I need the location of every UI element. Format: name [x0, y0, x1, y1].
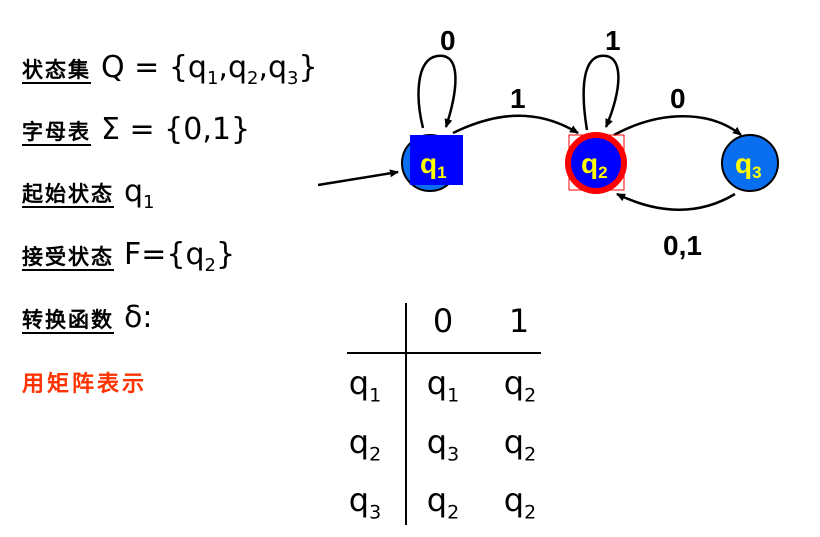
def-label: 字母表: [22, 119, 91, 146]
def-alphabet: 字母表 Σ = {0,1}: [22, 112, 250, 147]
matrix-note: 用矩阵表示: [22, 371, 148, 397]
table-cell: q3: [426, 423, 460, 466]
loop-q2: [582, 54, 620, 131]
def-label: 接受状态: [22, 244, 114, 271]
state-q3[interactable]: q3: [721, 134, 779, 192]
def-accept: 接受状态 F={q2}: [22, 237, 235, 276]
edge-q3-q2: [616, 192, 736, 211]
edge-label: 0: [440, 25, 456, 56]
loop-q1: [417, 54, 457, 129]
table-cell: q1: [426, 364, 460, 407]
edge-label: 1: [510, 83, 526, 114]
def-value: q1: [124, 174, 155, 213]
table-header: 0: [432, 302, 454, 340]
state-q2[interactable]: q2: [565, 132, 627, 194]
def-value: Σ = {0,1}: [101, 112, 251, 147]
def-states: 状态集 Q = {q1,q2,q3}: [22, 50, 318, 89]
state-q1[interactable]: q1: [401, 134, 463, 192]
row-state: q2: [348, 423, 382, 466]
def-value: δ:: [124, 300, 153, 335]
table-cell: q2: [503, 481, 537, 524]
edge-q2-q3: [613, 115, 742, 137]
def-start: 起始状态 q1: [22, 174, 155, 213]
svg-text:q3: q3: [735, 148, 762, 182]
svg-text:q2: q2: [581, 148, 608, 182]
table-cell: q2: [503, 423, 537, 466]
table-header: 1: [508, 302, 530, 340]
edge-label: 0,1: [663, 230, 702, 261]
def-transition: 转换函数 δ:: [22, 300, 152, 335]
def-value: F={q2}: [124, 237, 236, 276]
row-state: q3: [348, 481, 382, 524]
start-arrow: [317, 169, 399, 187]
def-value: Q = {q1,q2,q3}: [101, 50, 318, 89]
edge-label: 0: [670, 83, 686, 114]
table-cell: q2: [503, 364, 537, 407]
edge-q1-q2: [452, 114, 579, 135]
edge-label: 1: [605, 25, 621, 56]
svg-text:q1: q1: [420, 148, 447, 182]
def-label: 转换函数: [22, 307, 114, 334]
row-state: q1: [348, 364, 382, 407]
def-label: 起始状态: [22, 181, 114, 208]
table-cell: q2: [426, 481, 460, 524]
def-label: 状态集: [22, 57, 91, 84]
